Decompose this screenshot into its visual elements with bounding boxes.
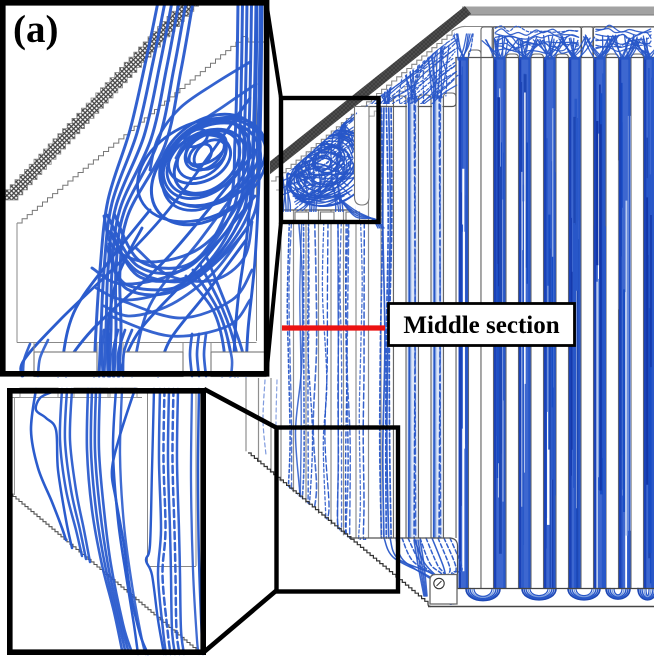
svg-text:Middle section: Middle section bbox=[403, 312, 559, 339]
svg-text:(a): (a) bbox=[13, 8, 58, 51]
